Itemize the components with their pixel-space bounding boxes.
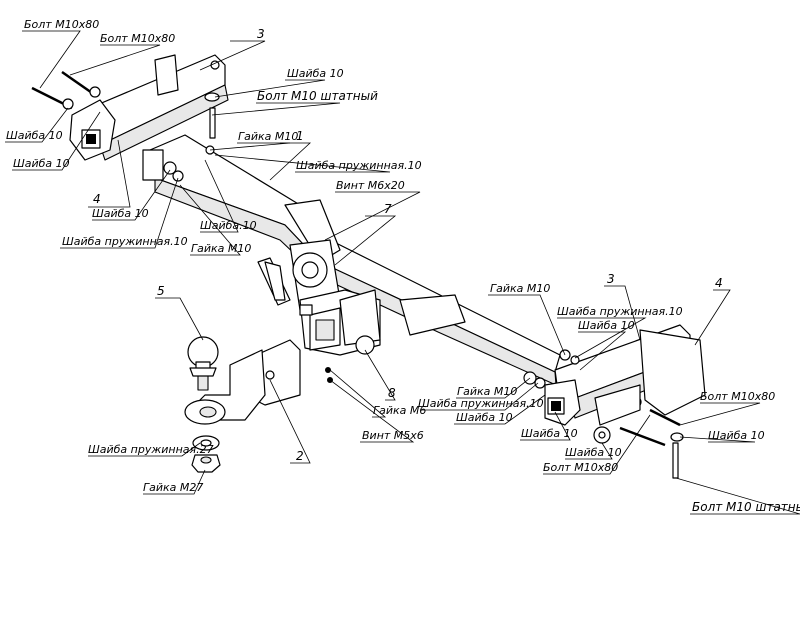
label-nut-m10-right: Гайка М10 <box>490 282 550 295</box>
label-washer10-right-a: Шайба 10 <box>521 427 578 440</box>
label-bolt-m10x80-right: Болт М10х80 <box>700 390 775 403</box>
label-part-2: 2 <box>296 449 304 463</box>
label-bolt-m10-std-top: Болт М10 штатный <box>257 89 378 103</box>
label-washer10-far-right: Шайба 10 <box>708 429 765 442</box>
label-part-4-right: 4 <box>715 276 723 290</box>
label-bolt-m10-std-bottom: Болт М10 штатный <box>692 500 800 514</box>
label-screw-m6x20: Винт М6х20 <box>336 179 405 192</box>
label-nut-m10-top: Гайка М10 <box>238 130 298 143</box>
receiver-assembly <box>257 239 381 356</box>
label-washer10-left-top: Шайба 10 <box>6 129 63 142</box>
label-nut-m6: Гайка М6 <box>373 404 426 417</box>
label-spring-washer27: Шайба пружинная.27 <box>88 443 214 456</box>
label-part-1: 1 <box>296 129 304 143</box>
label-nut-m10-left: Гайка М10 <box>191 242 251 255</box>
label-screw-m5x6: Винт М5х6 <box>362 429 424 442</box>
label-part-4-left: 4 <box>93 192 101 206</box>
label-part-8: 8 <box>388 386 396 400</box>
label-washer10-right-top: Шайба 10 <box>578 319 635 332</box>
label-spring-washer10-right-top: Шайба пружинная.10 <box>557 305 683 318</box>
callout-labels: Болт М10х80 Болт М10х80 Шайба 10 Шайба 1… <box>6 18 800 514</box>
left-fasteners <box>31 70 220 182</box>
label-spring-washer10-top: Шайба пружинная.10 <box>296 159 422 172</box>
label-bolt-m10x80-a: Болт М10х80 <box>24 18 99 31</box>
label-bolt-m10x80-b: Болт М10х80 <box>100 32 175 45</box>
leader-lines <box>5 30 800 515</box>
right-fasteners <box>325 349 684 479</box>
right-bracket-parts-3-4 <box>544 324 706 444</box>
label-washer10-center: Шайба.10 <box>200 219 257 232</box>
label-nut-m27: Гайка М27 <box>143 481 203 494</box>
tow-ball-part-5 <box>187 336 219 391</box>
label-spring-washer10-left: Шайба пружинная.10 <box>62 235 188 248</box>
label-part-7: 7 <box>384 202 392 216</box>
label-part-3-right: 3 <box>607 272 615 286</box>
label-washer10-right-b: Шайба 10 <box>565 446 622 459</box>
label-washer10-top: Шайба 10 <box>287 67 344 80</box>
label-part-3-left: 3 <box>257 27 265 41</box>
label-spring-washer10-right-low: Шайба пружинная.10 <box>418 397 544 410</box>
label-washer10-left-mid: Шайба 10 <box>13 157 70 170</box>
left-bracket-parts-3-4 <box>69 54 229 161</box>
label-part-5: 5 <box>157 284 165 298</box>
label-nut-m10-right-low: Гайка М10 <box>457 385 517 398</box>
label-washer10-left-low: Шайба 10 <box>92 207 149 220</box>
washer27-and-nut27 <box>191 435 221 473</box>
label-washer10-right-mid: Шайба 10 <box>456 411 513 424</box>
crossbar-part-1 <box>142 134 561 386</box>
label-bolt-m10x80-right-low: Болт М10х80 <box>543 461 618 474</box>
ball-mount-part-2 <box>184 339 301 425</box>
